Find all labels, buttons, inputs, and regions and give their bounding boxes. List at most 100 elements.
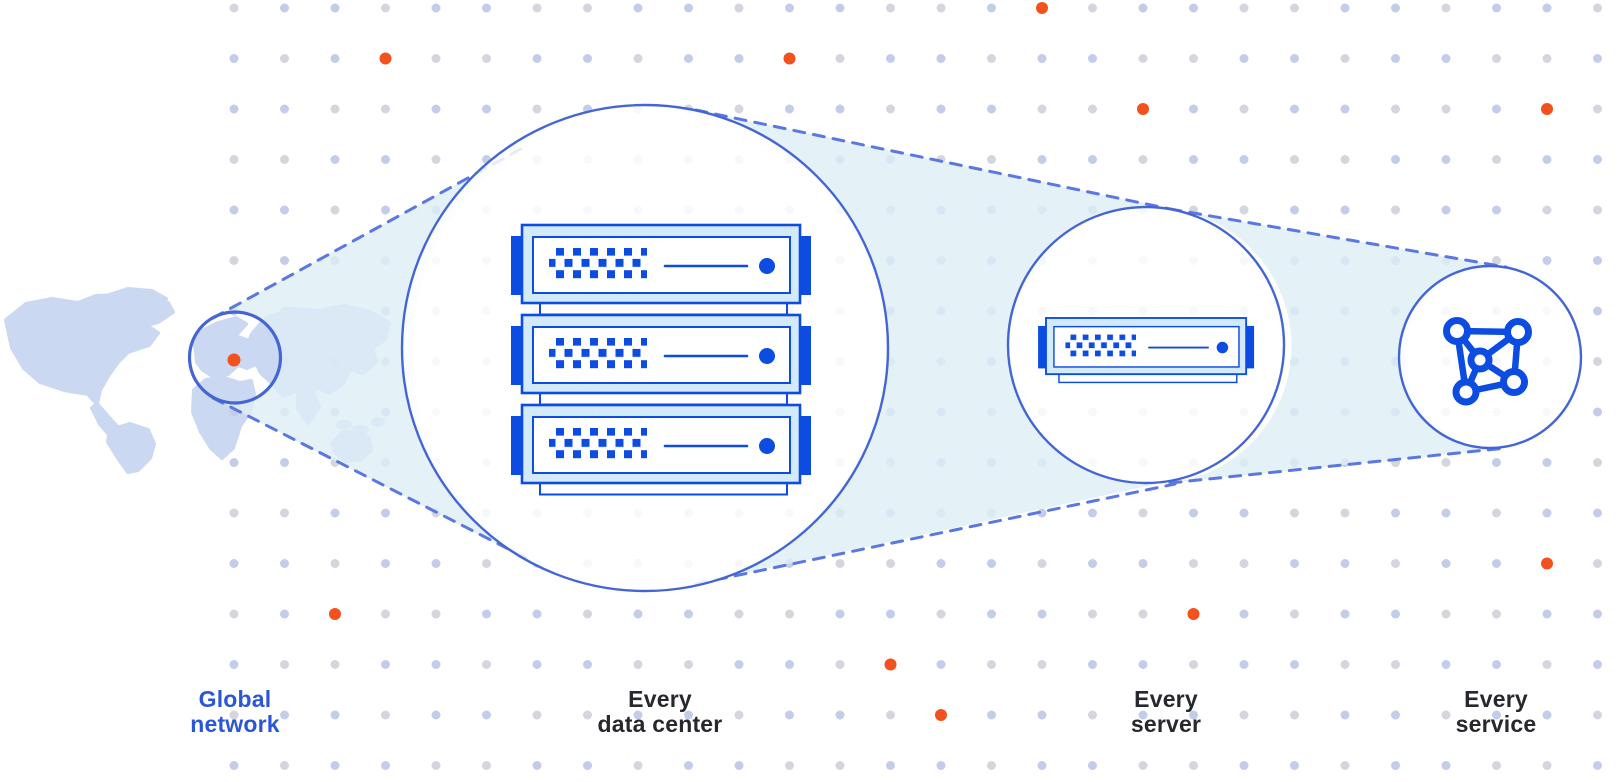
grid-dot: [1239, 609, 1249, 619]
map-marker-dot: [227, 353, 241, 367]
grid-dot: [987, 104, 996, 114]
grid-dot: [431, 710, 441, 720]
grid-dot: [381, 559, 390, 568]
grid-dot: [734, 609, 744, 619]
beam-map-to-datacenter: [213, 145, 528, 560]
grid-dot: [229, 660, 239, 669]
grid-dot: [1593, 104, 1602, 114]
grid-dot: [684, 609, 693, 619]
grid-dot: [1189, 54, 1198, 63]
grid-dot: [1290, 104, 1299, 114]
grid-dot: [1441, 660, 1451, 669]
grid-dot: [1290, 559, 1299, 568]
grid-dot: [1138, 559, 1148, 568]
grid-dot: [1037, 761, 1047, 770]
grid-dot: [1542, 3, 1552, 13]
grid-dot: [835, 660, 845, 669]
grid-dot: [1290, 508, 1299, 518]
grid-dot: [633, 3, 643, 13]
grid-dot-orange: [1187, 608, 1200, 620]
grid-dot: [684, 761, 693, 770]
grid-dot: [381, 508, 390, 518]
grid-dot: [431, 3, 441, 13]
grid-dot: [1290, 155, 1299, 164]
grid-dot: [1593, 256, 1602, 265]
grid-dot: [1542, 155, 1552, 164]
grid-dot: [280, 205, 289, 215]
grid-dot-orange: [1137, 103, 1149, 115]
grid-dot: [1593, 761, 1602, 770]
grid-dot: [330, 104, 340, 114]
grid-dot: [1441, 761, 1451, 770]
grid-dot: [1340, 609, 1350, 619]
grid-dot: [1290, 205, 1299, 215]
dash-bottom-1: [211, 396, 528, 560]
grid-dot: [330, 3, 340, 13]
grid-dot: [835, 710, 845, 720]
grid-dot: [835, 559, 845, 568]
grid-dot: [1037, 54, 1047, 63]
grid-dot: [835, 761, 845, 770]
grid-dot: [1037, 559, 1047, 568]
grid-dot: [1441, 205, 1451, 215]
grid-dot: [583, 54, 592, 63]
grid-dot: [229, 710, 239, 720]
grid-dot: [482, 710, 491, 720]
grid-dot: [1542, 458, 1552, 467]
grid-dot: [1239, 104, 1249, 114]
grid-dot: [229, 256, 239, 265]
grid-dot: [1088, 54, 1097, 63]
grid-dot: [280, 660, 289, 669]
grid-dot-orange: [783, 52, 796, 65]
grid-dot: [1290, 710, 1299, 720]
grid-dot: [1340, 508, 1350, 518]
grid-dot: [1593, 458, 1602, 467]
grid-dot: [1391, 660, 1400, 669]
grid-dot-orange: [1541, 103, 1553, 115]
grid-dot: [1138, 761, 1148, 770]
grid-dot: [431, 155, 441, 164]
grid-dot: [1340, 104, 1350, 114]
single-server-icon: [1037, 317, 1256, 384]
server-unit-2: [509, 313, 813, 406]
grid-dot: [1290, 761, 1299, 770]
grid-dot: [1037, 508, 1047, 518]
grid-dot: [583, 3, 592, 13]
datacenter-rack-icon: [509, 223, 813, 496]
grid-dot: [532, 761, 542, 770]
grid-dot: [532, 609, 542, 619]
grid-dot: [1189, 508, 1198, 518]
grid-dot: [1189, 155, 1198, 164]
grid-dot: [1340, 205, 1350, 215]
grid-dot: [431, 54, 441, 63]
grid-dot: [1391, 54, 1400, 63]
grid-dot: [1593, 609, 1602, 619]
grid-dot: [229, 609, 239, 619]
grid-dot: [381, 660, 390, 669]
grid-dot: [532, 660, 542, 669]
grid-dot: [1492, 54, 1501, 63]
grid-dot: [1441, 458, 1451, 467]
grid-dot: [1441, 710, 1451, 720]
grid-dot: [1542, 710, 1552, 720]
grid-dot: [482, 609, 491, 619]
dash-top-3: [1168, 207, 1508, 269]
grid-dot: [1239, 559, 1249, 568]
grid-dot: [987, 710, 996, 720]
grid-dot: [1391, 3, 1400, 13]
grid-dot: [1239, 54, 1249, 63]
grid-dot: [1340, 559, 1350, 568]
network-node: [1443, 317, 1471, 345]
grid-dot: [1542, 54, 1552, 63]
label-every-server: Every server: [1130, 686, 1202, 737]
grid-dot: [482, 104, 491, 114]
label-every-data-center: Every data center: [597, 686, 723, 737]
grid-dot: [381, 205, 390, 215]
dash-bottom-2: [694, 482, 1177, 586]
grid-dot: [330, 660, 340, 669]
grid-dot: [280, 761, 289, 770]
grid-dot: [987, 54, 996, 63]
grid-dot: [886, 3, 895, 13]
grid-dot: [886, 54, 895, 63]
